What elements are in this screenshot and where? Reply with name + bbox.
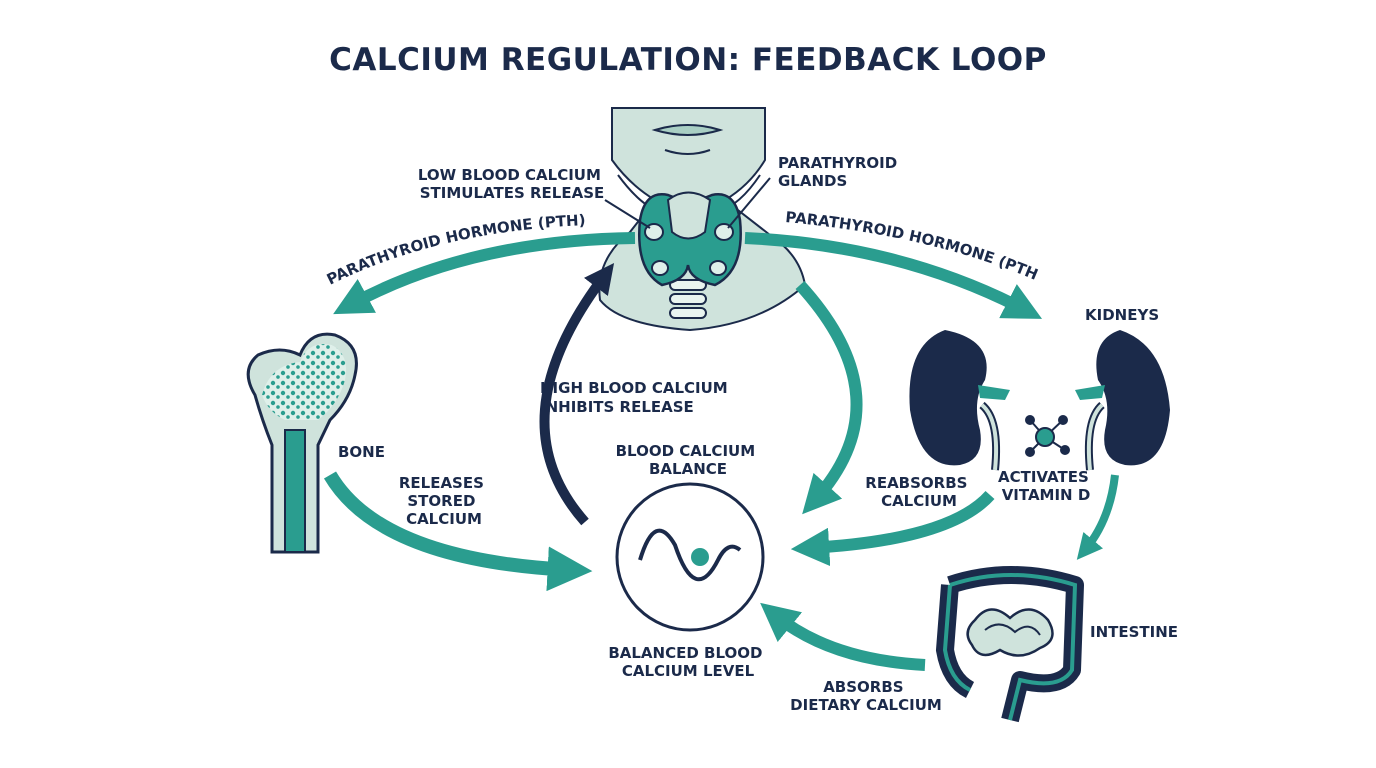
releases-stored-label: RELEASES STORED CALCIUM [399,474,489,528]
bone-to-balance-arrow [323,471,593,592]
neck-thyroid-icon [598,107,807,332]
activates-vitd-label: ACTIVATES VITAMIN D [998,468,1094,504]
kidney-icon-right [1075,330,1170,471]
low-calcium-label: LOW BLOOD CALCIUM STIMULATES RELEASE [418,166,606,202]
high-calcium-label: HIGH BLOOD CALCIUM INHIBITS RELEASE [540,379,733,416]
thyroid-to-balance-arrow [795,280,863,515]
bone-icon [246,332,358,554]
diagram-title: CALCIUM REGULATION: FEEDBACK LOOP [329,42,1047,78]
pointer-line-glands [727,177,771,229]
pth-arrow-to-bone [333,232,636,315]
absorbs-label: ABSORBS DIETARY CALCIUM [790,678,942,714]
pointer-line-low-calcium [604,199,651,229]
balanced-level-label: BALANCED BLOOD CALCIUM LEVEL [608,644,767,680]
balance-wave-icon [615,482,765,632]
pth-arrow-to-kidneys [744,232,1043,319]
kidneys-label: KIDNEYS [1085,306,1159,324]
intestine-to-balance-arrow [760,602,926,671]
reabsorbs-label: REABSORBS CALCIUM [865,474,972,510]
kidney-to-balance-arrow [790,490,995,567]
intestine-label: INTESTINE [1090,623,1178,641]
intestine-icon [935,566,1084,723]
inhibit-arrow [539,263,615,526]
vitamin-d-molecule-icon [1025,415,1070,457]
kidney-to-intestine-arrow [1076,474,1119,560]
blood-calcium-balance-label: BLOOD CALCIUM BALANCE [616,442,761,478]
parathyroid-glands-label: PARATHYROID GLANDS [778,154,902,190]
kidney-icon-left [909,330,1010,471]
bone-label: BONE [338,443,385,461]
